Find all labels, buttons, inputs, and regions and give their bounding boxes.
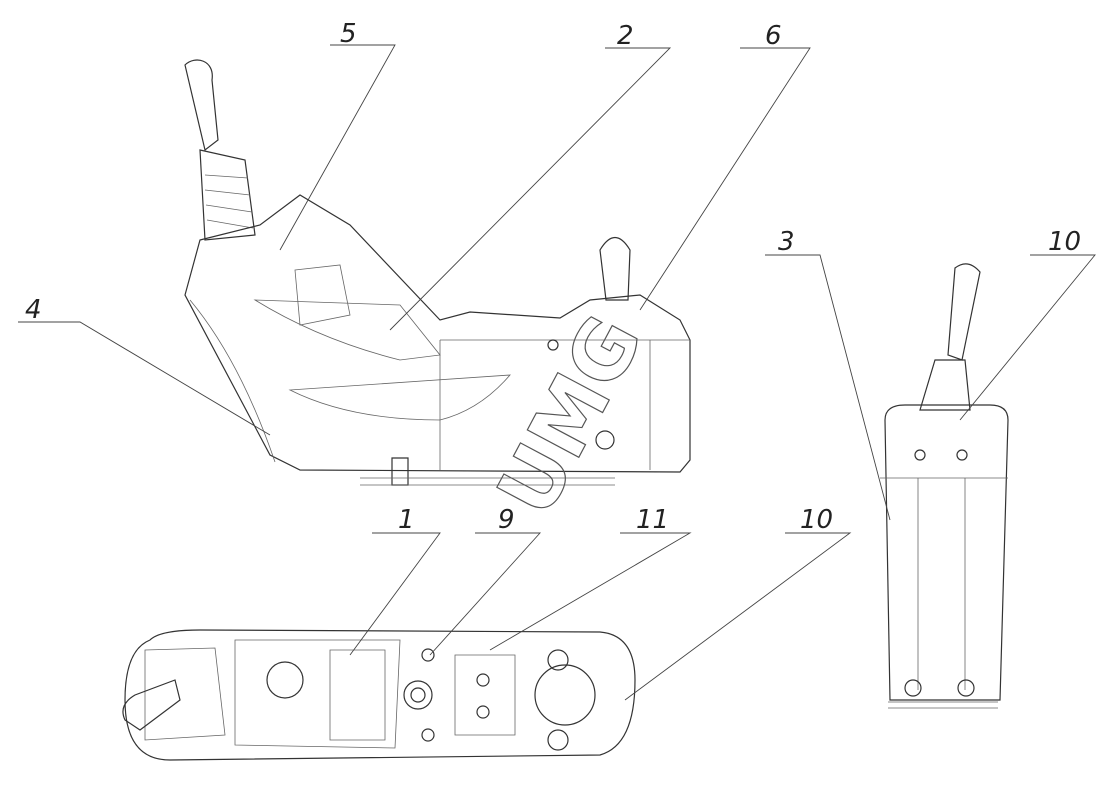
- top-view: [122, 629, 636, 761]
- label-10-top: 10: [800, 505, 833, 535]
- side-view: [184, 59, 691, 486]
- top-joystick: [122, 679, 181, 731]
- label-6: 6: [765, 21, 782, 51]
- label-11: 11: [636, 505, 669, 535]
- label-4: 4: [25, 295, 42, 325]
- joystick-boot: [199, 149, 256, 241]
- console-body: [184, 194, 691, 473]
- label-3: 3: [778, 227, 795, 257]
- label-10-front: 10: [1048, 227, 1081, 257]
- label-5: 5: [340, 19, 357, 49]
- leader-lines: [18, 44, 1096, 701]
- joystick-handle: [184, 59, 219, 152]
- label-2: 2: [617, 21, 634, 51]
- gear-knob: [599, 236, 631, 301]
- label-1: 1: [398, 505, 415, 535]
- label-9: 9: [498, 505, 515, 535]
- watermark: UMG: [480, 301, 661, 530]
- front-view: [880, 263, 1009, 709]
